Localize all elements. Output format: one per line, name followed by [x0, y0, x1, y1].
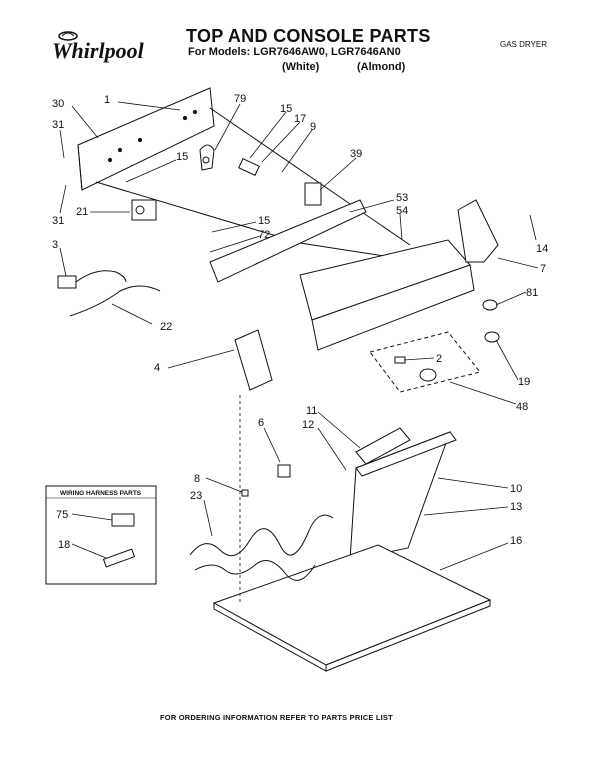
callout-48: 48 [516, 401, 528, 413]
callout-16: 16 [510, 535, 522, 547]
part-6 [277, 464, 291, 478]
callout-39: 39 [350, 148, 362, 160]
dashed-48 [369, 331, 481, 393]
harness-22 [69, 285, 161, 317]
callout-53: 53 [396, 192, 408, 204]
callout-3: 3 [52, 239, 58, 251]
callout-10: 10 [510, 483, 522, 495]
callout-18: 18 [58, 539, 70, 551]
rail-line [209, 107, 411, 246]
callout-8: 8 [194, 473, 200, 485]
part-39 [304, 182, 322, 206]
part-3 [57, 275, 77, 289]
callout-11: 11 [306, 405, 317, 417]
whirlpool-logo: Whirlpool [52, 31, 145, 63]
callout-21: 21 [76, 206, 88, 218]
top-panel-16 [212, 544, 492, 666]
callout-31a: 31 [52, 119, 64, 131]
callout-15a: 15 [280, 103, 292, 115]
callout-4: 4 [154, 362, 160, 374]
part-11 [355, 427, 411, 465]
callout-12: 12 [302, 419, 314, 431]
part-18 [102, 548, 136, 568]
callout-15c: 15 [258, 215, 270, 227]
callout-17: 17 [294, 113, 306, 125]
product-type: GAS DRYER [500, 40, 547, 49]
page-title: TOP AND CONSOLE PARTS [186, 26, 431, 46]
callout-1: 1 [104, 94, 110, 106]
callout-15b: 15 [176, 151, 188, 163]
callout-19: 19 [518, 376, 530, 388]
callout-9: 9 [310, 121, 316, 133]
bracket-79-part [199, 144, 215, 171]
callout-72: 72 [258, 229, 270, 241]
callout-22: 22 [160, 321, 172, 333]
callout-7: 7 [540, 263, 546, 275]
callout-13: 13 [510, 501, 522, 513]
footer-note: FOR ORDERING INFORMATION REFER TO PARTS … [160, 713, 393, 722]
wiring-harness-box: WIRING HARNESS PARTS 75 18 [45, 485, 157, 585]
color-white: (White) [282, 61, 320, 73]
knob-19 [484, 331, 500, 343]
models-line: For Models: LGR7646AW0, LGR7646AN0 [188, 46, 401, 58]
part-2 [394, 356, 406, 364]
rear-panel-part [77, 87, 215, 191]
wiring-harness-title: WIRING HARNESS PARTS [60, 490, 142, 497]
callout-6: 6 [258, 417, 264, 429]
callout-79: 79 [234, 93, 246, 105]
part-8 [241, 489, 249, 497]
callout-31b: 31 [52, 215, 64, 227]
callout-23: 23 [190, 490, 202, 502]
callout-75: 75 [56, 509, 68, 521]
end-cap-7 [457, 199, 499, 263]
brand-text: Whirlpool [52, 38, 145, 63]
console-bar-part [209, 199, 367, 283]
switch-21-part [131, 199, 157, 221]
wiring-harness-23 [189, 514, 334, 557]
knob-81 [482, 299, 498, 311]
callout-81: 81 [526, 287, 538, 299]
callout-2: 2 [436, 353, 442, 365]
part-17 [238, 158, 260, 176]
rail-line [95, 181, 301, 244]
part-75 [111, 513, 135, 527]
part-4 [234, 329, 273, 391]
callout-54: 54 [396, 205, 408, 217]
color-almond: (Almond) [357, 61, 406, 73]
callout-30: 30 [52, 98, 64, 110]
callout-14: 14 [536, 243, 548, 255]
